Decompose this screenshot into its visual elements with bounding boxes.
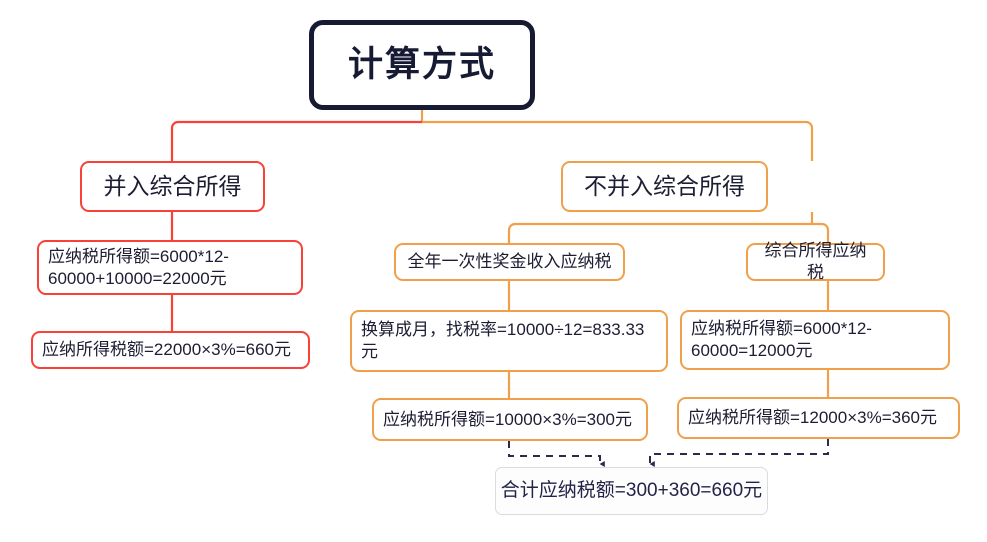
column-header-bonus[interactable]: 全年一次性奖金收入应纳税 [394, 243, 625, 281]
comprehensive-step-2-label: 应纳税所得额=12000×3%=360元 [688, 408, 937, 428]
comprehensive-step-1-label: 应纳税所得额=6000*12-60000=12000元 [691, 319, 872, 360]
branch-header-left-label: 并入综合所得 [103, 172, 242, 199]
edge-bonus-result-to-summary [508, 441, 605, 467]
comprehensive-step-2[interactable]: 应纳税所得额=12000×3%=360元 [677, 397, 960, 439]
edge-root-to-right-header [422, 120, 814, 161]
column-header-comprehensive[interactable]: 综合所得应纳税 [746, 241, 885, 282]
bonus-step-2-label: 应纳税所得额=10000×3%=300元 [383, 409, 632, 429]
comprehensive-step-1[interactable]: 应纳税所得额=6000*12-60000=12000元 [680, 310, 950, 370]
bonus-step-1[interactable]: 换算成月，找税率=10000÷12=833.33元 [350, 310, 668, 372]
left-step-1-label: 应纳税所得额=6000*12-60000+10000=22000元 [48, 246, 229, 288]
summary-node[interactable]: 合计应纳税额=300+360=660元 [495, 467, 768, 515]
branch-header-right[interactable]: 不并入综合所得 [561, 161, 768, 212]
left-step-1[interactable]: 应纳税所得额=6000*12-60000+10000=22000元 [37, 240, 303, 295]
edge-root-to-left-header [170, 120, 422, 161]
root-node-label: 计算方式 [347, 44, 496, 84]
branch-header-right-label: 不并入综合所得 [584, 172, 745, 199]
column-header-comprehensive-label: 综合所得应纳税 [764, 241, 867, 282]
left-step-2[interactable]: 应纳所得税额=22000×3%=660元 [31, 331, 310, 369]
column-header-bonus-label: 全年一次性奖金收入应纳税 [407, 252, 612, 272]
branch-header-left[interactable]: 并入综合所得 [80, 161, 265, 212]
bonus-step-2[interactable]: 应纳税所得额=10000×3%=300元 [372, 398, 648, 441]
edge-comprehensive-result-to-summary [649, 439, 829, 467]
root-node[interactable]: 计算方式 [309, 20, 535, 110]
bonus-step-1-label: 换算成月，找税率=10000÷12=833.33元 [361, 320, 645, 361]
left-step-2-label: 应纳所得税额=22000×3%=660元 [42, 340, 291, 360]
summary-node-label: 合计应纳税额=300+360=660元 [500, 479, 763, 501]
